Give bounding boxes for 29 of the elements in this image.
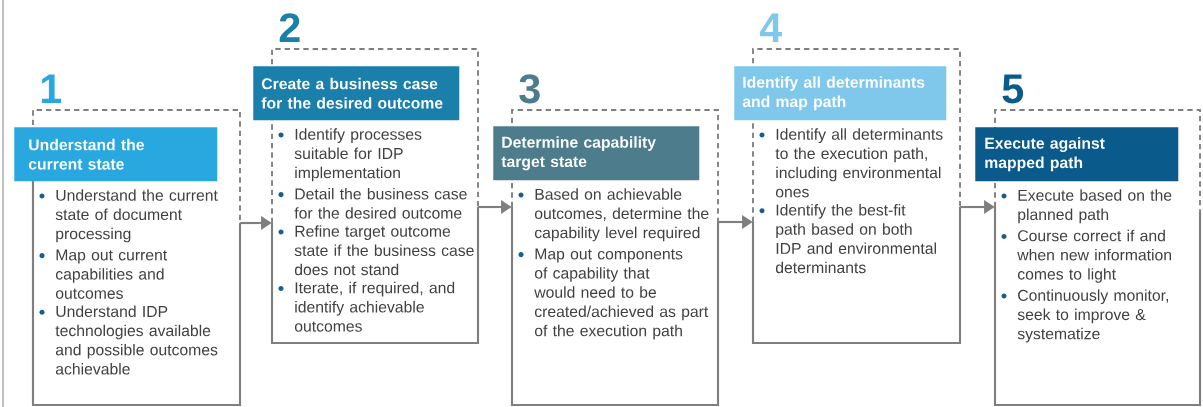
- bullet-point: Understand the current state of document processing: [39, 189, 218, 243]
- step-number: 3: [519, 74, 540, 104]
- bullet-point: Iterate, if required, and identify achievable outcomes: [278, 281, 455, 332]
- bullet-point: Map out components of capability that would need to be created/achieved as part of the execution path: [518, 248, 709, 340]
- header-box: Understand the current state: [14, 127, 218, 182]
- bullet-point: Map out current capabilities and outcomes: [39, 249, 168, 299]
- bullet-point: Detail the business case for the desired outcome: [278, 187, 467, 219]
- bullet-point: Course correct if and when new information comes to light: [1001, 229, 1171, 283]
- bullet-point: Continuously monitor, seek to improve & systematize: [1001, 289, 1168, 343]
- step-number: 4: [759, 13, 783, 42]
- bullet-point: Identify processes suitable for IDP implementation: [278, 128, 422, 182]
- step-panel: [253, 13, 480, 345]
- bullet-point: Identify all determinants to the execution path, including environmental ones: [759, 128, 943, 198]
- bullet-point: Refine target outcome state if the business case does not stand: [278, 225, 474, 276]
- header-box: Execute against mapped path: [975, 127, 1179, 182]
- step-number: 2: [279, 13, 300, 42]
- bullet-point: Understand IDP technologies available and possible outcomes achievable: [39, 305, 218, 375]
- step-number: 1: [41, 74, 62, 103]
- step-panel: [975, 74, 1202, 407]
- header-box: Create a business case for the desired outcome: [253, 66, 460, 121]
- step-number: 5: [1002, 74, 1024, 104]
- bullet-point: Identify the best-fit path based on both IDP and environmental determinants: [759, 204, 936, 274]
- step-panel: [14, 74, 242, 407]
- bullet-point: Based on achievable outcomes, determine the capability level required: [518, 188, 709, 242]
- step-panel: [493, 74, 720, 407]
- step-panel: [734, 13, 962, 345]
- header-box: Identify all determinants and map path: [734, 66, 947, 121]
- header-box: Determine capability target state: [493, 126, 700, 181]
- bullet-point: Execute based on the planned path: [1001, 189, 1172, 224]
